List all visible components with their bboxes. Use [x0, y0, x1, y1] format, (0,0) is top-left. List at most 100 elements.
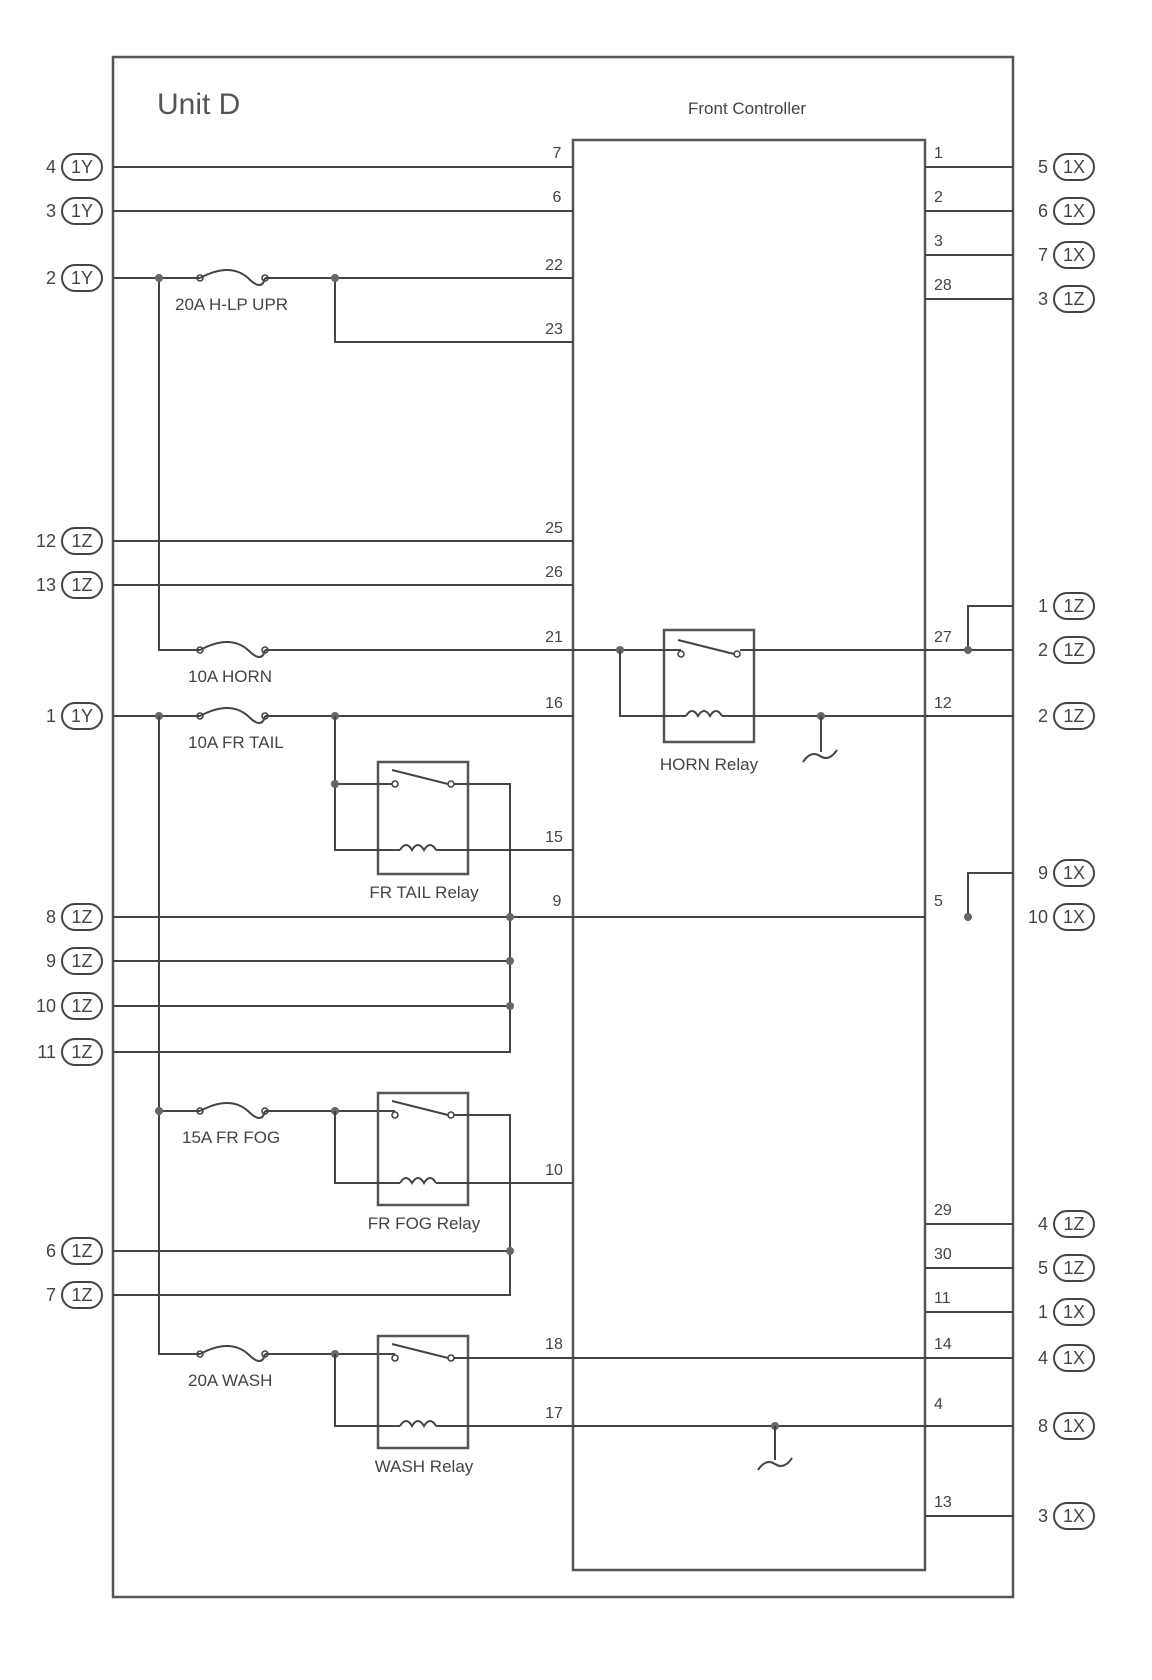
fuse-terminal: [196, 274, 204, 282]
fr-fog-relay: [376, 1091, 470, 1207]
connector-pin-number: 4: [1038, 1214, 1048, 1234]
pin-label: 25: [545, 520, 563, 537]
relay-label: FR FOG Relay: [368, 1214, 481, 1233]
connector-id: 1Z: [1063, 289, 1084, 309]
connector-badge: [61, 153, 103, 181]
connector-left-10: 6 1Z: [46, 1237, 103, 1265]
connector-badge: [1053, 1254, 1095, 1282]
connector-pin-number: 10: [1028, 907, 1048, 927]
ground-symbol: [757, 1457, 793, 1471]
connector-pin-number: 8: [1038, 1416, 1048, 1436]
connector-pin-number: 4: [46, 157, 56, 177]
relay-coil: [399, 1420, 437, 1428]
horn-coil-feed: [619, 650, 686, 717]
connector-left-0: 4 1Y: [46, 153, 103, 181]
relay-wire: [334, 1354, 400, 1427]
connector-pin-number: 1: [46, 706, 56, 726]
connector-id: 1Z: [71, 907, 92, 927]
connector-id: 1Z: [71, 1241, 92, 1261]
connector-pin-number: 1: [1038, 596, 1048, 616]
connector-badge: [1053, 636, 1095, 664]
pin-label: 21: [545, 629, 563, 646]
fuse-symbol: [199, 707, 266, 724]
connector-pin-number: 3: [46, 201, 56, 221]
connector-badge: [1053, 1298, 1095, 1326]
connector-pin-number: 6: [46, 1241, 56, 1261]
relay-switch-arm: [677, 639, 735, 655]
horn-relay: [662, 628, 756, 744]
relay-coil: [685, 710, 723, 718]
unit-frame: [111, 55, 1015, 1599]
pin-label: 15: [545, 829, 563, 846]
connector-pin-number: 9: [46, 951, 56, 971]
junction-dot: [506, 957, 514, 965]
relay-coil: [399, 844, 437, 852]
connector-id: 1Y: [71, 157, 93, 177]
connector-badge: [1053, 1210, 1095, 1238]
connector-badge: [1053, 592, 1095, 620]
connector-badge: [1053, 903, 1095, 931]
connector-id: 1Y: [71, 706, 93, 726]
connector-id: 1Z: [1063, 596, 1084, 616]
connector-pin-number: 7: [1038, 245, 1048, 265]
wash-relay: [376, 1334, 470, 1450]
connector-badge: [1053, 197, 1095, 225]
bus-1-1y: [158, 716, 200, 1355]
pin-label: 3: [934, 233, 943, 250]
relay-contact: [391, 780, 399, 788]
junction-dot: [155, 1107, 163, 1115]
pin-label: 1: [934, 145, 943, 162]
pin-label: 17: [545, 1405, 563, 1422]
connector-pin-number: 3: [1038, 289, 1048, 309]
wire-r-1z-branch: [967, 605, 1013, 650]
pin-label: 10: [545, 1162, 563, 1179]
pin-label: 7: [553, 145, 562, 162]
connector-badge: [61, 702, 103, 730]
connector-badge: [1053, 702, 1095, 730]
right-pin-labels: 1 2 3 28 27 12 5 29 30 11 14 4 13: [934, 145, 952, 1511]
relay-contact: [447, 1111, 455, 1119]
connector-id: 1Z: [71, 1285, 92, 1305]
pin-label: 14: [934, 1336, 952, 1353]
pin-label: 2: [934, 189, 943, 206]
relay-wire: [334, 716, 400, 851]
relay-switch-arm: [391, 1343, 449, 1359]
connector-id: 1Z: [1063, 1214, 1084, 1234]
connector-pin-number: 9: [1038, 863, 1048, 883]
pin-label: 16: [545, 695, 563, 712]
bus-2-1y: [158, 278, 200, 651]
fuse-terminal: [196, 1107, 204, 1115]
fuse-symbol: [199, 641, 266, 658]
connector-pin-number: 2: [46, 268, 56, 288]
connector-id: 1Z: [71, 1042, 92, 1062]
fuse-label: 10A FR TAIL: [188, 733, 284, 752]
connector-pin-number: 5: [1038, 157, 1048, 177]
connector-badge: [61, 1038, 103, 1066]
junction-dot: [964, 913, 972, 921]
connector-right-8: 10 1X: [1028, 903, 1095, 931]
connector-pin-number: 2: [1038, 640, 1048, 660]
connector-id: 1X: [1063, 907, 1085, 927]
connector-left-5: 1 1Y: [46, 702, 103, 730]
pin-label: 9: [553, 893, 562, 910]
pin-label: 28: [934, 277, 952, 294]
pin-label: 22: [545, 257, 563, 274]
connector-pin-number: 1: [1038, 1302, 1048, 1322]
pin-label: 23: [545, 321, 563, 338]
connector-badge: [1053, 153, 1095, 181]
fuse-symbol: [199, 1345, 266, 1362]
connector-id: 1X: [1063, 1506, 1085, 1526]
junction-dot: [964, 646, 972, 654]
